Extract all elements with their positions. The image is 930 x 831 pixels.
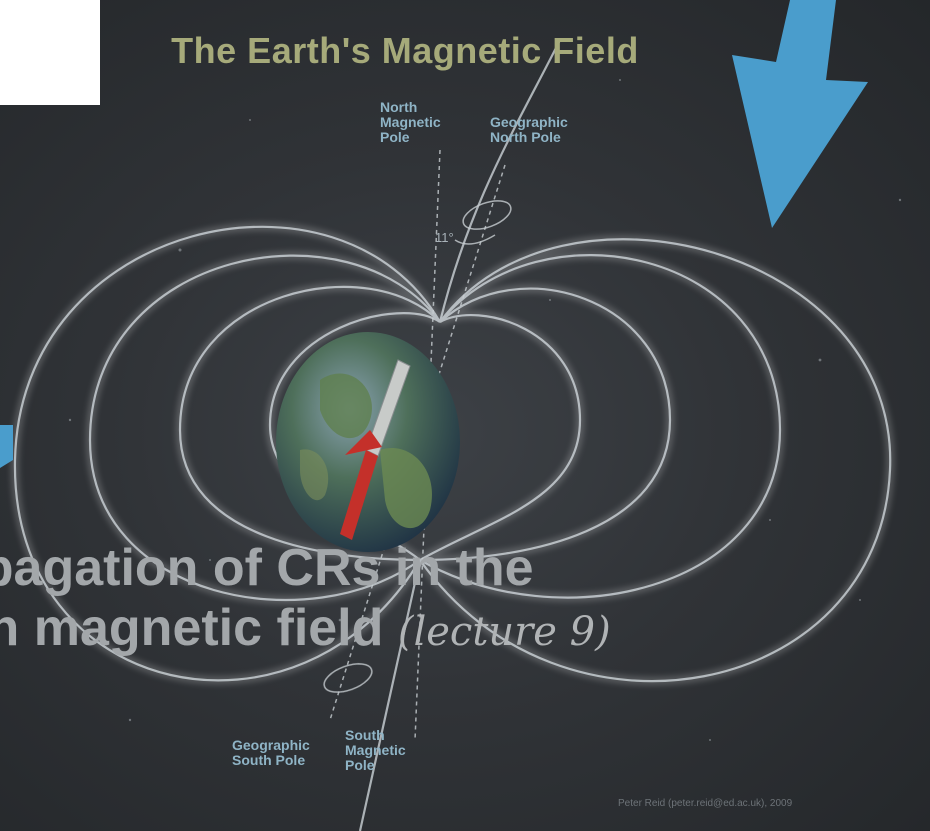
bar-magnet bbox=[340, 359, 411, 540]
starfield bbox=[39, 79, 902, 741]
white-panel bbox=[0, 0, 100, 105]
image-credit: Peter Reid (peter.reid@ed.ac.uk), 2009 bbox=[618, 798, 793, 809]
tilt-angle-label: 11° bbox=[435, 230, 454, 245]
south-magnetic-pole-label: South Magnetic Pole bbox=[345, 727, 406, 773]
arrow-fragment-icon bbox=[0, 425, 13, 468]
geographic-north-pole-label: Geographic North Pole bbox=[490, 114, 568, 145]
slide-caption: opagation of CRs in the rth magnetic fie… bbox=[0, 538, 930, 662]
caption-line-1: opagation of CRs in the bbox=[0, 539, 534, 597]
north-magnetic-pole-label: North Magnetic Pole bbox=[380, 99, 441, 145]
caption-line-2: rth magnetic field (lecture 9) bbox=[0, 598, 930, 662]
figure-title: The Earth's Magnetic Field bbox=[171, 30, 639, 71]
field-lines bbox=[13, 39, 892, 831]
caption-line-2-main: rth magnetic field bbox=[0, 599, 384, 657]
geographic-south-pole-label: Geographic South Pole bbox=[232, 737, 310, 768]
down-left-arrow-icon bbox=[732, 0, 868, 228]
lecture-reference: (lecture 9) bbox=[397, 609, 611, 655]
rotation-ellipses bbox=[323, 200, 512, 693]
